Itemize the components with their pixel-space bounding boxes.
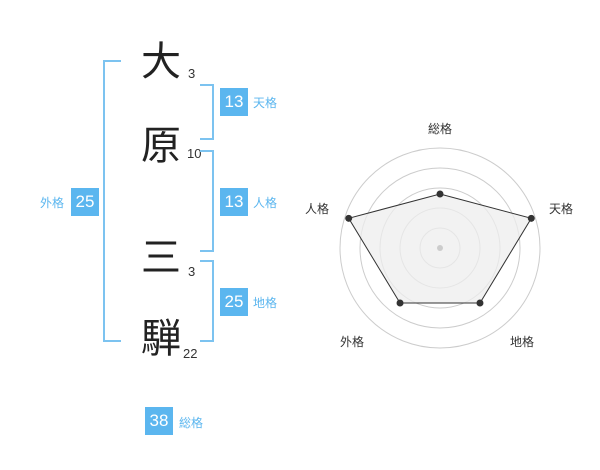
stroke-count-1: 3 (188, 66, 196, 81)
gaikaku-bracket (103, 60, 121, 342)
radar-label-jinkaku: 人格 (305, 201, 329, 216)
soukaku-label: 総格 (179, 416, 204, 430)
radar-ring-3 (379, 187, 501, 309)
gaikaku-value: 25 (71, 188, 99, 216)
stroke-count-4: 22 (183, 346, 198, 361)
radar-label-tenkaku: 天格 (549, 201, 573, 216)
jinkaku-value: 13 (220, 188, 248, 216)
tenkaku-label: 天格 (253, 96, 278, 110)
radar-label-chikaku: 地格 (510, 334, 534, 349)
stroke-count-3: 3 (188, 264, 196, 279)
radar-point-2 (527, 214, 535, 222)
radar-points (345, 190, 535, 307)
jinkaku-label: 人格 (253, 196, 278, 210)
radar-polygon (347, 193, 533, 304)
stroke-count-2: 10 (187, 146, 202, 161)
name-char-2: 原 (141, 123, 181, 169)
tenkaku-bracket (200, 84, 214, 140)
chikaku-value: 25 (220, 288, 248, 316)
radar-point-1 (436, 190, 444, 198)
gaikaku-label: 外格 (40, 196, 65, 210)
radar-ring-4 (399, 207, 481, 289)
radar-point-5 (345, 214, 353, 222)
name-char-1: 大 (141, 39, 181, 85)
radar-ring-2 (359, 167, 521, 329)
radar-rings (339, 147, 541, 349)
name-char-3: 三 (141, 235, 181, 281)
radar-label-gaikaku: 外格 (340, 334, 364, 349)
radar-center-dot (437, 245, 443, 251)
radar-point-3 (476, 299, 484, 307)
radar-label-soukaku: 総格 (428, 121, 452, 136)
chikaku-bracket (200, 260, 214, 342)
tenkaku-value: 13 (220, 88, 248, 116)
jinkaku-bracket (200, 150, 214, 252)
chikaku-label: 地格 (253, 296, 278, 310)
radar-point-4 (396, 299, 404, 307)
radar-ring-5 (419, 227, 461, 269)
soukaku-value: 38 (145, 407, 173, 435)
name-char-4: 騨 (141, 316, 181, 362)
radar-ring-1 (339, 147, 541, 349)
